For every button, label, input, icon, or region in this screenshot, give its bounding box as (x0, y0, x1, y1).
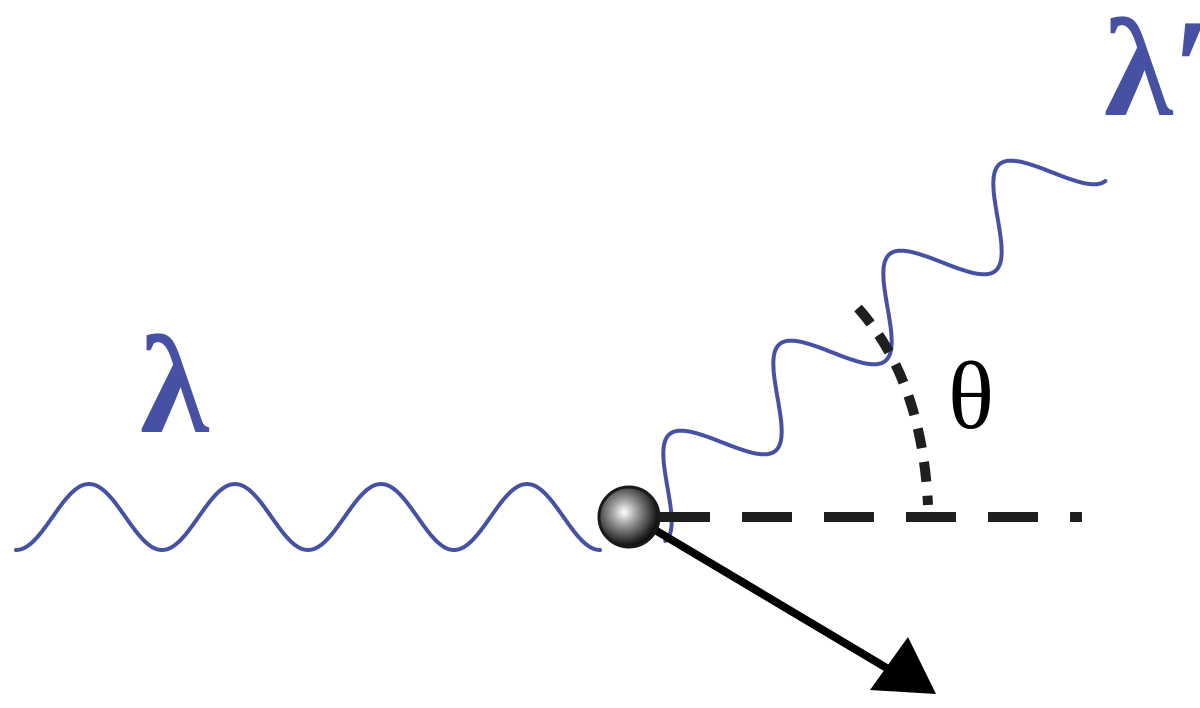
arrowhead-icon (870, 637, 936, 694)
scattered-photon-wave (661, 158, 1108, 543)
angle-theta-label: θ (948, 342, 994, 449)
incident-photon-wave (14, 481, 602, 553)
electron-particle (597, 485, 661, 549)
angle-arc (854, 304, 933, 506)
scattered-wavelength-label: λ′ (1104, 0, 1200, 146)
recoil-electron-arrow (651, 526, 936, 694)
incident-wavelength-label: λ (140, 308, 210, 463)
